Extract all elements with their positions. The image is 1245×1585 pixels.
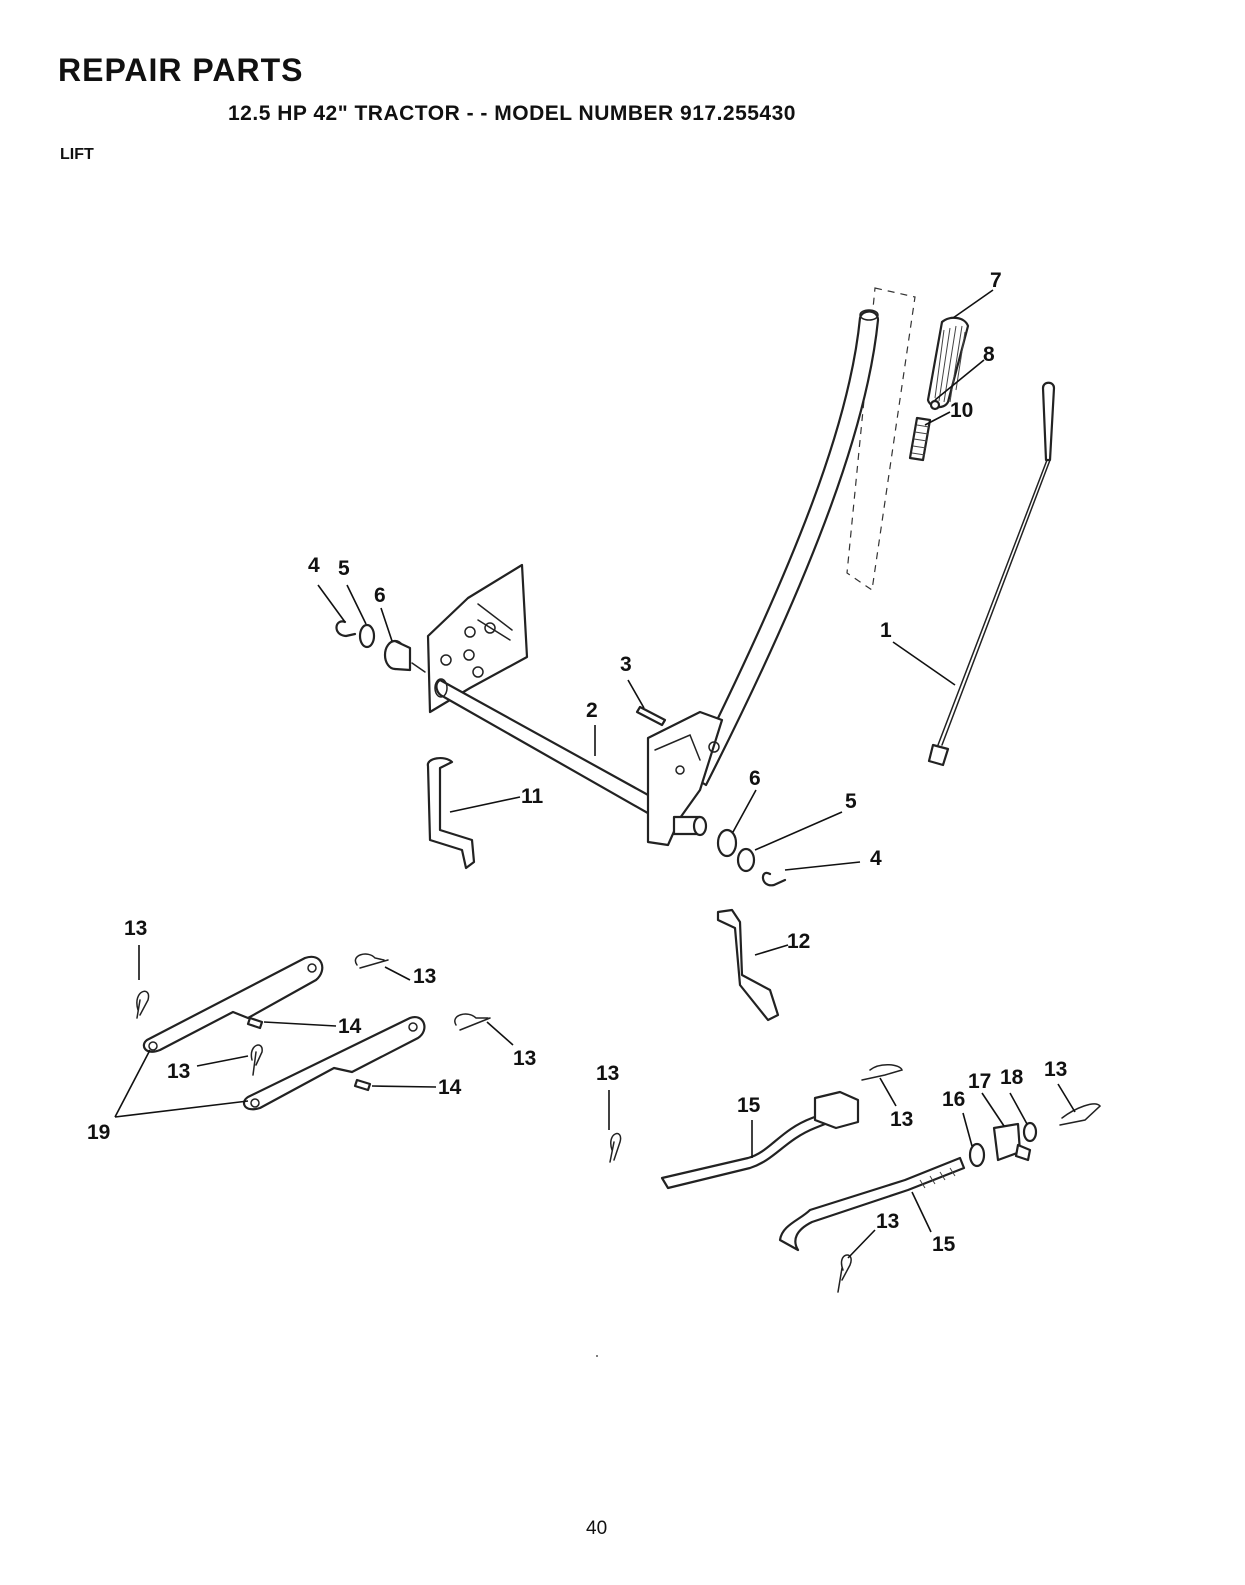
clip-13-mid-lower	[455, 1014, 490, 1030]
clip-13-bottom-left	[610, 1134, 621, 1162]
page-number: 40	[586, 1518, 607, 1540]
callout-4: 4	[870, 847, 882, 870]
callout-12: 12	[787, 930, 810, 953]
link-part	[428, 758, 474, 868]
callout-6: 6	[749, 767, 761, 790]
pin-14-upper	[248, 1018, 262, 1028]
callout-6: 6	[374, 584, 386, 607]
lift-rod-part	[929, 383, 1054, 765]
callout-10: 10	[950, 399, 973, 422]
callout-13: 13	[124, 917, 147, 940]
link-part-12	[718, 910, 778, 1020]
grip-part	[928, 318, 968, 407]
callout-13: 13	[876, 1210, 899, 1233]
lift-link-upper	[144, 957, 322, 1052]
clip-13-top-rod	[862, 1065, 902, 1080]
washer-18	[1024, 1123, 1036, 1141]
callout-13: 13	[413, 965, 436, 988]
clip-13-mid-top	[355, 954, 388, 968]
clip-13-right	[1060, 1104, 1100, 1125]
callout-8: 8	[983, 343, 995, 366]
callout-17: 17	[968, 1070, 991, 1093]
lift-shaft-part	[435, 679, 668, 820]
pin-14-lower	[355, 1080, 370, 1090]
callout-14: 14	[338, 1015, 362, 1038]
callout-13: 13	[596, 1062, 619, 1085]
callout-13: 13	[513, 1047, 536, 1070]
clip-13-bottom	[838, 1255, 851, 1292]
callout-15: 15	[932, 1233, 956, 1256]
washer-16	[970, 1144, 984, 1166]
swivel-pin	[1016, 1145, 1030, 1160]
clip-13-left-mid	[251, 1045, 262, 1075]
stray-dot	[596, 1355, 598, 1357]
callout-5: 5	[845, 790, 857, 813]
callout-14: 14	[438, 1076, 462, 1099]
callout-3: 3	[620, 653, 632, 676]
callout-13: 13	[167, 1060, 190, 1083]
ball-part	[931, 401, 939, 409]
callout-5: 5	[338, 557, 350, 580]
lift-link-lower	[244, 1017, 424, 1109]
callout-7: 7	[990, 269, 1002, 292]
left-hardware-group	[336, 621, 425, 672]
clip-13-left-top	[137, 991, 149, 1018]
callout-13: 13	[890, 1108, 913, 1131]
callout-18: 18	[1000, 1066, 1024, 1089]
callout-16: 16	[942, 1088, 965, 1111]
callout-11: 11	[521, 785, 544, 808]
callout-2: 2	[586, 699, 598, 722]
callout-15: 15	[737, 1094, 761, 1117]
callout-4: 4	[308, 554, 320, 577]
callout-19: 19	[87, 1121, 110, 1144]
pin-part	[637, 707, 665, 725]
callout-13: 13	[1044, 1058, 1067, 1081]
callout-1: 1	[880, 619, 892, 642]
right-hardware-group	[674, 817, 785, 885]
